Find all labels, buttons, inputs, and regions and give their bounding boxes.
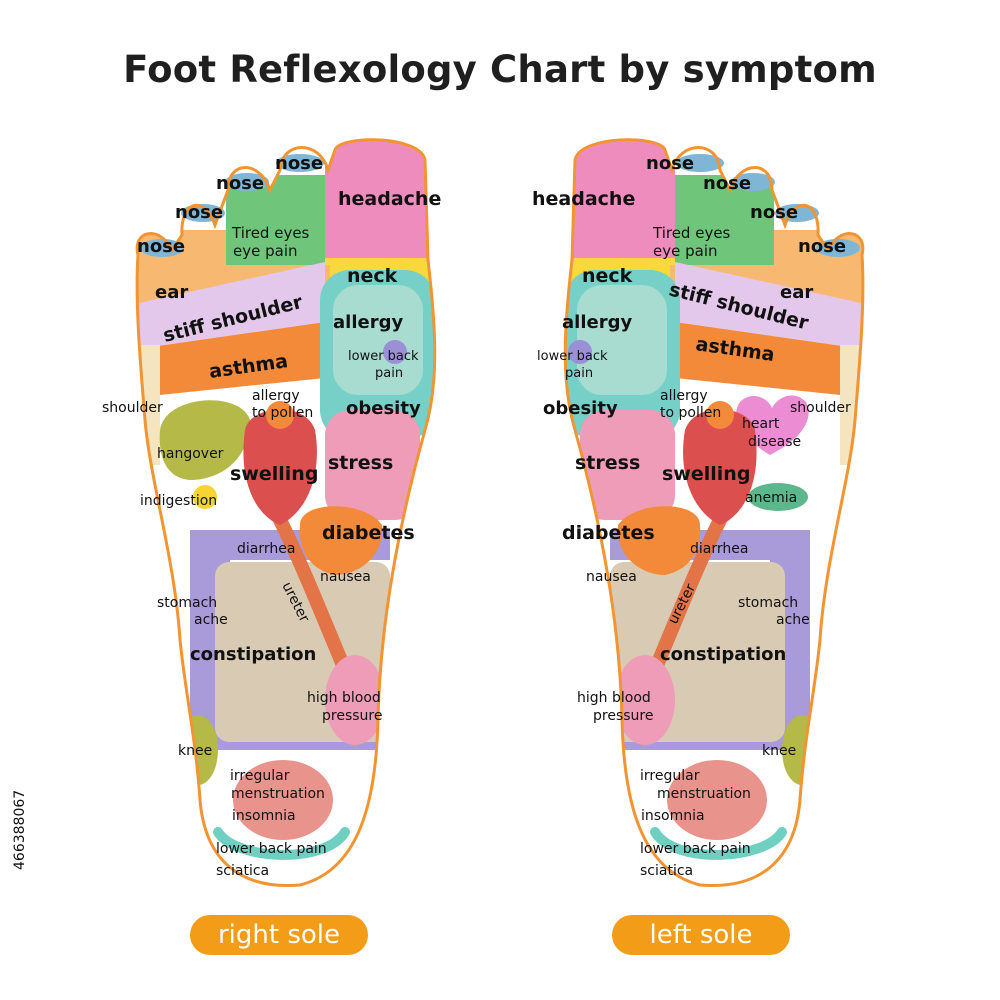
- label-diarrhea: diarrhea: [237, 541, 295, 557]
- label-constipation: constipation: [660, 644, 786, 665]
- label-lower-back-pain-heel: lower back pain: [216, 841, 327, 857]
- label-allergy: allergy: [333, 312, 403, 333]
- label-ache: ache: [194, 612, 228, 628]
- label-lower-back: lower back: [537, 349, 608, 364]
- label-pressure: pressure: [322, 708, 382, 724]
- label-sciatica: sciatica: [640, 863, 693, 879]
- label-high-blood: high blood: [577, 690, 651, 706]
- label-headache: headache: [338, 188, 441, 210]
- label-tired-eyes: Tired eyes: [231, 224, 310, 242]
- label-lower-back: lower back: [348, 349, 419, 364]
- label-diabetes: diabetes: [322, 522, 415, 544]
- label-swelling: swelling: [230, 463, 318, 485]
- label-sciatica: sciatica: [216, 863, 269, 879]
- label-allergy: allergy: [562, 312, 632, 333]
- label-pressure: pressure: [593, 708, 653, 724]
- label-lower-back-pain-heel: lower back pain: [640, 841, 751, 857]
- label-lower-back-pain: pain: [565, 366, 593, 381]
- label-nose: nose: [646, 153, 694, 174]
- right-sole-diagram: nose nose nose nose headache Tired eyes …: [102, 130, 450, 900]
- label-constipation: constipation: [190, 644, 316, 665]
- label-indigestion: indigestion: [140, 493, 217, 509]
- label-diabetes: diabetes: [562, 522, 655, 544]
- label-shoulder: shoulder: [102, 400, 163, 416]
- label-stress: stress: [575, 452, 640, 474]
- label-to-pollen: to pollen: [252, 405, 313, 421]
- label-high-blood: high blood: [307, 690, 381, 706]
- label-menstruation: menstruation: [657, 786, 751, 802]
- right-sole-caption: right sole: [190, 915, 368, 955]
- label-heart: heart: [742, 416, 780, 432]
- label-ache: ache: [776, 612, 810, 628]
- label-insomnia: insomnia: [641, 808, 705, 824]
- label-hangover: hangover: [157, 446, 224, 462]
- label-headache: headache: [532, 188, 635, 210]
- label-ear: ear: [155, 282, 188, 303]
- label-nausea: nausea: [320, 569, 371, 585]
- label-neck: neck: [582, 265, 633, 287]
- label-nose: nose: [750, 202, 798, 223]
- label-knee: knee: [762, 743, 796, 759]
- left-sole-diagram: nose nose nose nose headache Tired eyes …: [532, 130, 880, 900]
- label-eye-pain: eye pain: [233, 242, 298, 260]
- label-neck: neck: [347, 265, 398, 287]
- label-stress: stress: [328, 452, 393, 474]
- label-disease: disease: [748, 434, 801, 450]
- label-swelling: swelling: [662, 463, 750, 485]
- label-knee: knee: [178, 743, 212, 759]
- label-stomach: stomach: [738, 595, 798, 611]
- label-obesity: obesity: [543, 398, 618, 419]
- label-shoulder: shoulder: [790, 400, 851, 416]
- label-to-pollen: to pollen: [660, 405, 721, 421]
- label-allergy-pollen: allergy: [252, 388, 300, 404]
- label-diarrhea: diarrhea: [690, 541, 748, 557]
- label-irregular: irregular: [230, 768, 290, 784]
- label-nose: nose: [798, 236, 846, 257]
- label-menstruation: menstruation: [231, 786, 325, 802]
- label-allergy-pollen: allergy: [660, 388, 708, 404]
- label-insomnia: insomnia: [232, 808, 296, 824]
- label-nose: nose: [216, 173, 264, 194]
- label-nose: nose: [275, 153, 323, 174]
- left-sole-caption: left sole: [612, 915, 790, 955]
- label-nausea: nausea: [586, 569, 637, 585]
- label-obesity: obesity: [346, 398, 421, 419]
- label-nose: nose: [175, 202, 223, 223]
- label-ear: ear: [780, 282, 813, 303]
- label-nose: nose: [137, 236, 185, 257]
- label-eye-pain: eye pain: [653, 242, 718, 260]
- stock-id: 466388067: [12, 790, 28, 870]
- label-nose: nose: [703, 173, 751, 194]
- label-irregular: irregular: [640, 768, 700, 784]
- label-lower-back-pain: pain: [375, 366, 403, 381]
- label-anemia: anemia: [745, 490, 797, 506]
- label-tired-eyes: Tired eyes: [652, 224, 731, 242]
- label-stomach: stomach: [157, 595, 217, 611]
